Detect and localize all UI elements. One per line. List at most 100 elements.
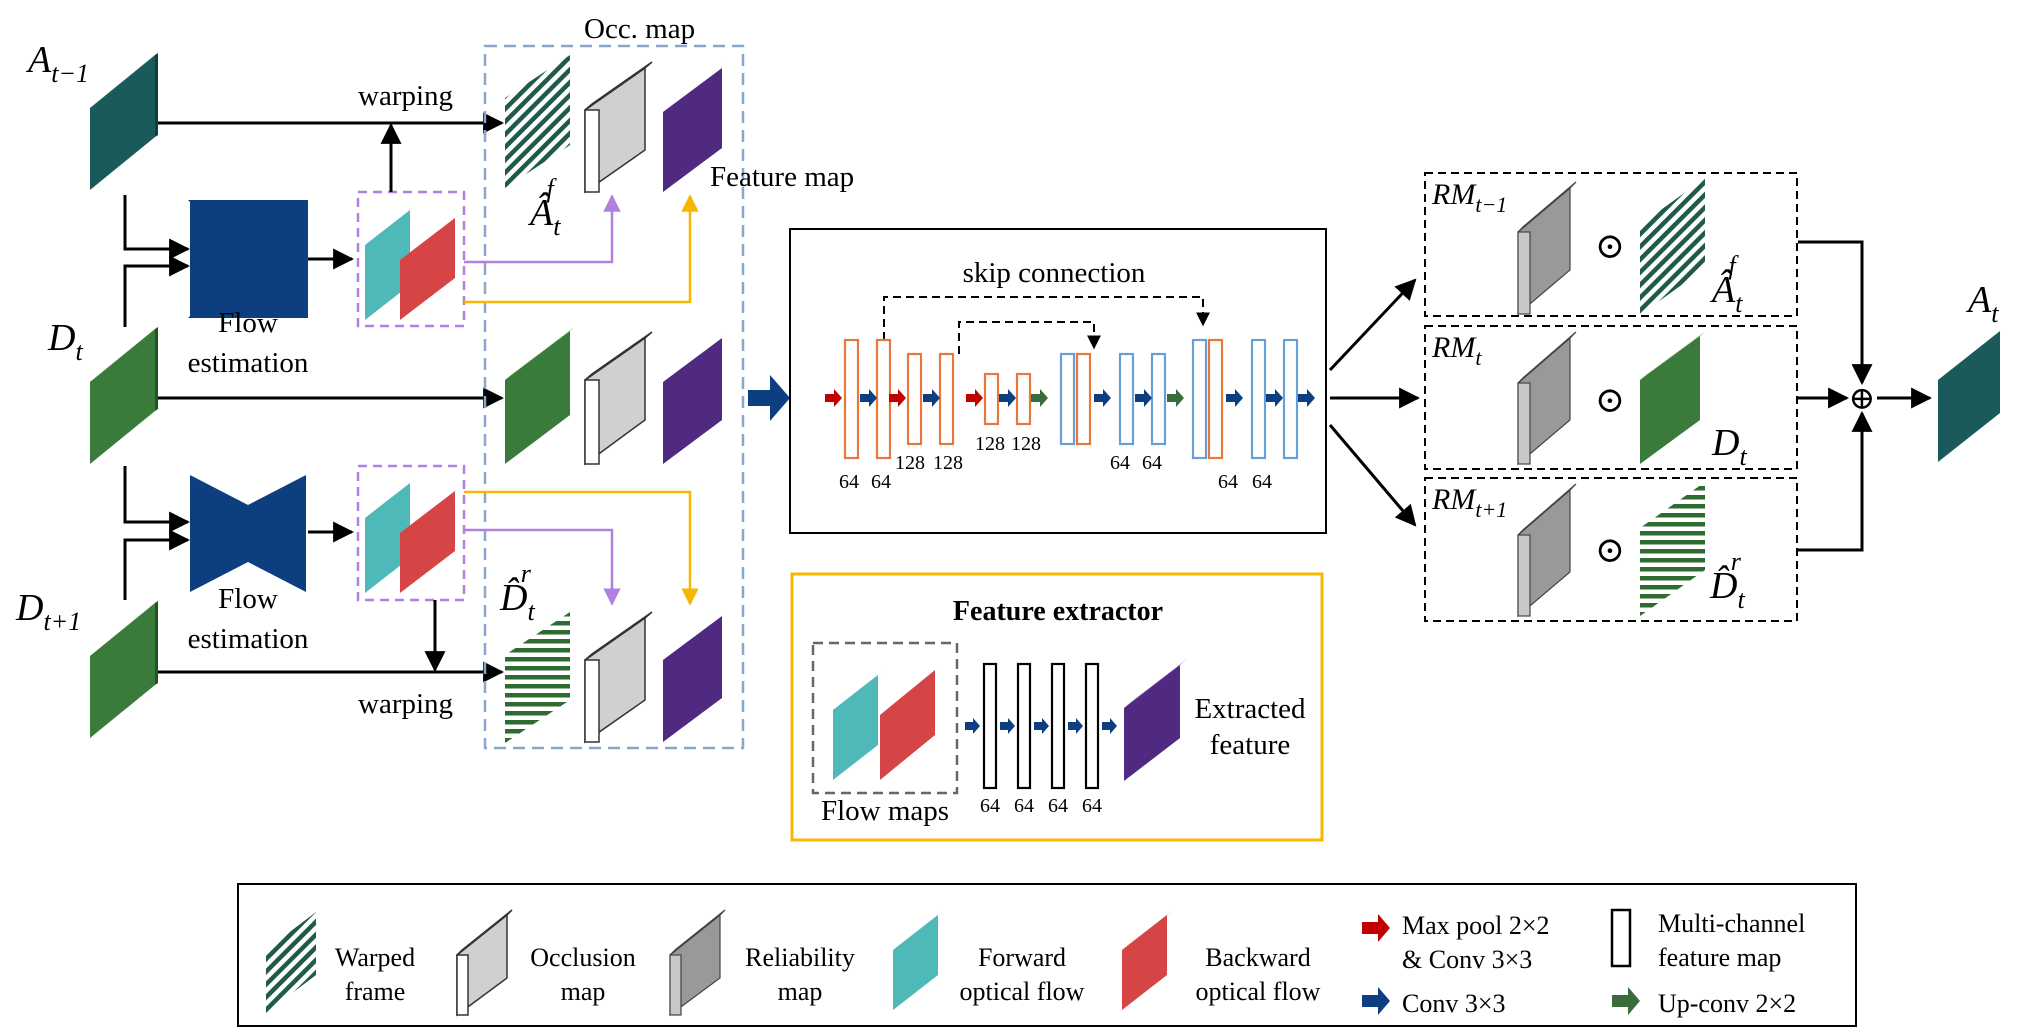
unet-feature-map xyxy=(938,352,955,446)
warped-a-hat-label: Âtf xyxy=(527,174,561,241)
input-frame-d-next xyxy=(90,601,158,738)
unet-channel-count: 64 xyxy=(1252,471,1272,493)
unet-feature-map xyxy=(1207,338,1224,460)
flow-maps-box xyxy=(811,641,959,795)
occlusion-feature-container xyxy=(483,44,745,750)
legend-backward-label-1: Backward xyxy=(1205,943,1310,972)
reliability-map-next xyxy=(1517,483,1577,618)
extractor-channel-count: 64 xyxy=(1014,795,1034,817)
feature-map-row1 xyxy=(663,62,730,192)
legend-reliability-label-2: map xyxy=(778,977,823,1006)
label-a-prev: At−1 xyxy=(25,39,89,88)
flow-to-occ-lines xyxy=(464,194,699,606)
occlusion-map-row3 xyxy=(584,611,653,744)
rm-d-hat-label: D̂tr xyxy=(1709,547,1745,614)
sum-symbol: ⊕ xyxy=(1849,380,1876,416)
extracted-feature-label-2: feature xyxy=(1210,729,1291,761)
unet-feature-map xyxy=(1059,352,1076,446)
rm-d-t xyxy=(1640,331,1706,464)
rm-d-t-label: Dt xyxy=(1711,422,1747,471)
legend-maxpool-label-1: Max pool 2×2 xyxy=(1402,911,1550,940)
legend-multichannel-swatch xyxy=(1610,908,1632,968)
extractor-conv-arrow xyxy=(1102,718,1117,734)
rm-warped-a-hat xyxy=(1640,178,1705,315)
label-d-t: Dt xyxy=(47,317,83,366)
unet-op-arrow xyxy=(1135,389,1152,407)
input-frame-d-t xyxy=(90,327,158,464)
occlusion-map-row2 xyxy=(584,331,653,466)
backward-flow-bottom xyxy=(400,487,460,593)
legend-forward-label-2: optical flow xyxy=(960,977,1085,1006)
unet-channel-count: 64 xyxy=(1142,452,1162,474)
unet-feature-map xyxy=(1250,338,1267,460)
skip-connection-lines xyxy=(883,296,1210,354)
extractor-conv-arrow xyxy=(1068,718,1083,734)
rm-label-cur: RMt xyxy=(1431,331,1482,370)
extractor-channel-count: 64 xyxy=(980,795,1000,817)
rm-box-cur xyxy=(1424,325,1798,470)
flow-est-label-top-2: estimation xyxy=(188,347,309,379)
warped-d-hat-label: D̂tr xyxy=(499,559,535,626)
warping-label-top: warping xyxy=(358,80,453,112)
unet-arrows xyxy=(825,389,1315,407)
extracted-feature-block xyxy=(1124,659,1187,781)
legend-reliability-label-1: Reliability xyxy=(745,943,855,972)
hadamard-next: ⊙ xyxy=(1595,530,1625,570)
unet-output-arrows xyxy=(1328,278,1421,527)
legend-forward-label-1: Forward xyxy=(978,943,1066,972)
unet-feature-map xyxy=(1191,338,1208,460)
legend-upconv-label: Up-conv 2×2 xyxy=(1658,989,1796,1018)
forward-flow-bottom xyxy=(365,479,415,593)
flow-estimation-net-top-shape xyxy=(190,200,306,318)
rm-box-next xyxy=(1424,477,1798,622)
sum-arrows xyxy=(1798,240,1933,552)
extractor-channel-count: 64 xyxy=(1048,795,1068,817)
rm-a-hat-label: Âtf xyxy=(1709,251,1743,318)
legend-conv-arrow xyxy=(1362,987,1390,1015)
unet-channel-count: 64 xyxy=(1218,471,1238,493)
legend-backward-label-2: optical flow xyxy=(1196,977,1321,1006)
unet-op-arrow xyxy=(1031,389,1048,407)
unet-op-arrow xyxy=(860,389,877,407)
unet-feature-map xyxy=(843,338,860,460)
occ-map-label: Occ. map xyxy=(584,13,695,45)
extractor-channel-count: 64 xyxy=(1082,795,1102,817)
warping-arrows xyxy=(158,112,505,683)
unet-channel-count: 64 xyxy=(839,471,859,493)
input-frame-a-prev xyxy=(90,53,158,190)
legend-warped-label-2: frame xyxy=(345,977,406,1006)
extractor-conv-arrow xyxy=(1000,718,1015,734)
label-d-next: Dt+1 xyxy=(15,587,81,636)
flow-estimation-net-bottom xyxy=(190,475,306,592)
unet-op-arrow xyxy=(1266,389,1283,407)
extractor-layers xyxy=(965,662,1117,790)
rm-warped-d-hat xyxy=(1640,482,1705,616)
extractor-feature-map xyxy=(1016,662,1032,790)
unet-layers xyxy=(843,338,1299,460)
reliability-map-cur xyxy=(1517,331,1577,466)
unet-input-arrow xyxy=(748,375,790,421)
extractor-conv-arrow xyxy=(1034,718,1049,734)
occlusion-map-row1 xyxy=(584,61,653,194)
legend-warped-swatch xyxy=(266,912,316,1013)
extractor-feature-map xyxy=(1084,662,1100,790)
flow-est-label-bottom-2: estimation xyxy=(188,623,309,655)
unet-channel-count: 64 xyxy=(871,471,891,493)
legend-maxpool-arrow xyxy=(1362,914,1390,942)
feature-map-row3 xyxy=(663,610,730,742)
unet-op-arrow xyxy=(1226,389,1243,407)
output-frame-a-t xyxy=(1938,327,2005,462)
extractor-feature-map xyxy=(1050,662,1066,790)
hadamard-prev: ⊙ xyxy=(1595,226,1625,266)
extractor-forward-flow xyxy=(833,670,884,780)
unet-channel-count: 128 xyxy=(1011,433,1041,455)
legend-occlusion-label-1: Occlusion xyxy=(530,943,635,972)
forward-flow-top xyxy=(365,206,415,320)
unet-op-arrow xyxy=(1094,389,1111,407)
feature-map-label: Feature map xyxy=(710,161,854,193)
legend-conv-label: Conv 3×3 xyxy=(1402,989,1506,1018)
hadamard-cur: ⊙ xyxy=(1595,380,1625,420)
unet-feature-map xyxy=(1282,338,1299,460)
unet-feature-map xyxy=(983,372,1000,426)
